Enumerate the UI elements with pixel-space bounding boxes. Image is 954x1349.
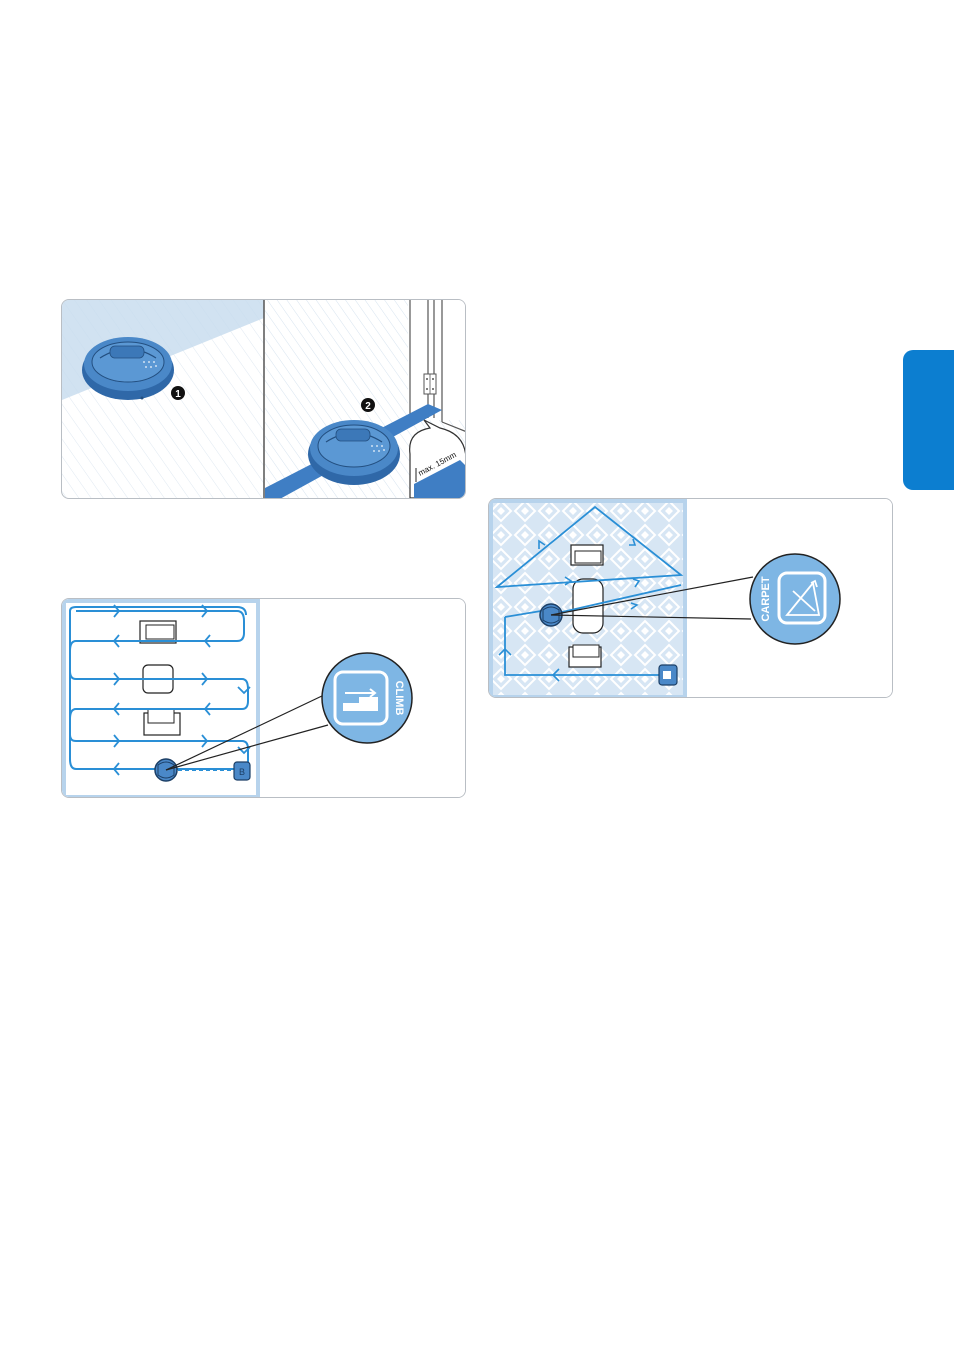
robot-vacuum-2 <box>308 420 400 485</box>
climb-mode-illustration: B CLIMB <box>62 599 466 798</box>
climb-badge: CLIMB <box>322 653 412 743</box>
carpet-mode-illustration: CARPET <box>489 499 893 698</box>
step-2-label: 2 <box>365 401 371 412</box>
step-1-label: 1 <box>175 389 181 400</box>
wall <box>408 300 466 420</box>
carpet-badge: CARPET <box>750 554 840 644</box>
climb-mode-figure: B CLIMB <box>61 598 466 798</box>
section-side-tab <box>903 350 954 490</box>
carpet-mode-figure: CARPET <box>488 498 893 698</box>
robot-vacuum-1 <box>82 337 174 400</box>
carpet-label: CARPET <box>760 576 772 622</box>
robot-placement-illustration: 1 2 <box>62 300 466 499</box>
svg-text:B: B <box>239 767 245 777</box>
robot-placement-figure: 1 2 <box>61 299 466 499</box>
climb-label: CLIMB <box>393 681 405 716</box>
